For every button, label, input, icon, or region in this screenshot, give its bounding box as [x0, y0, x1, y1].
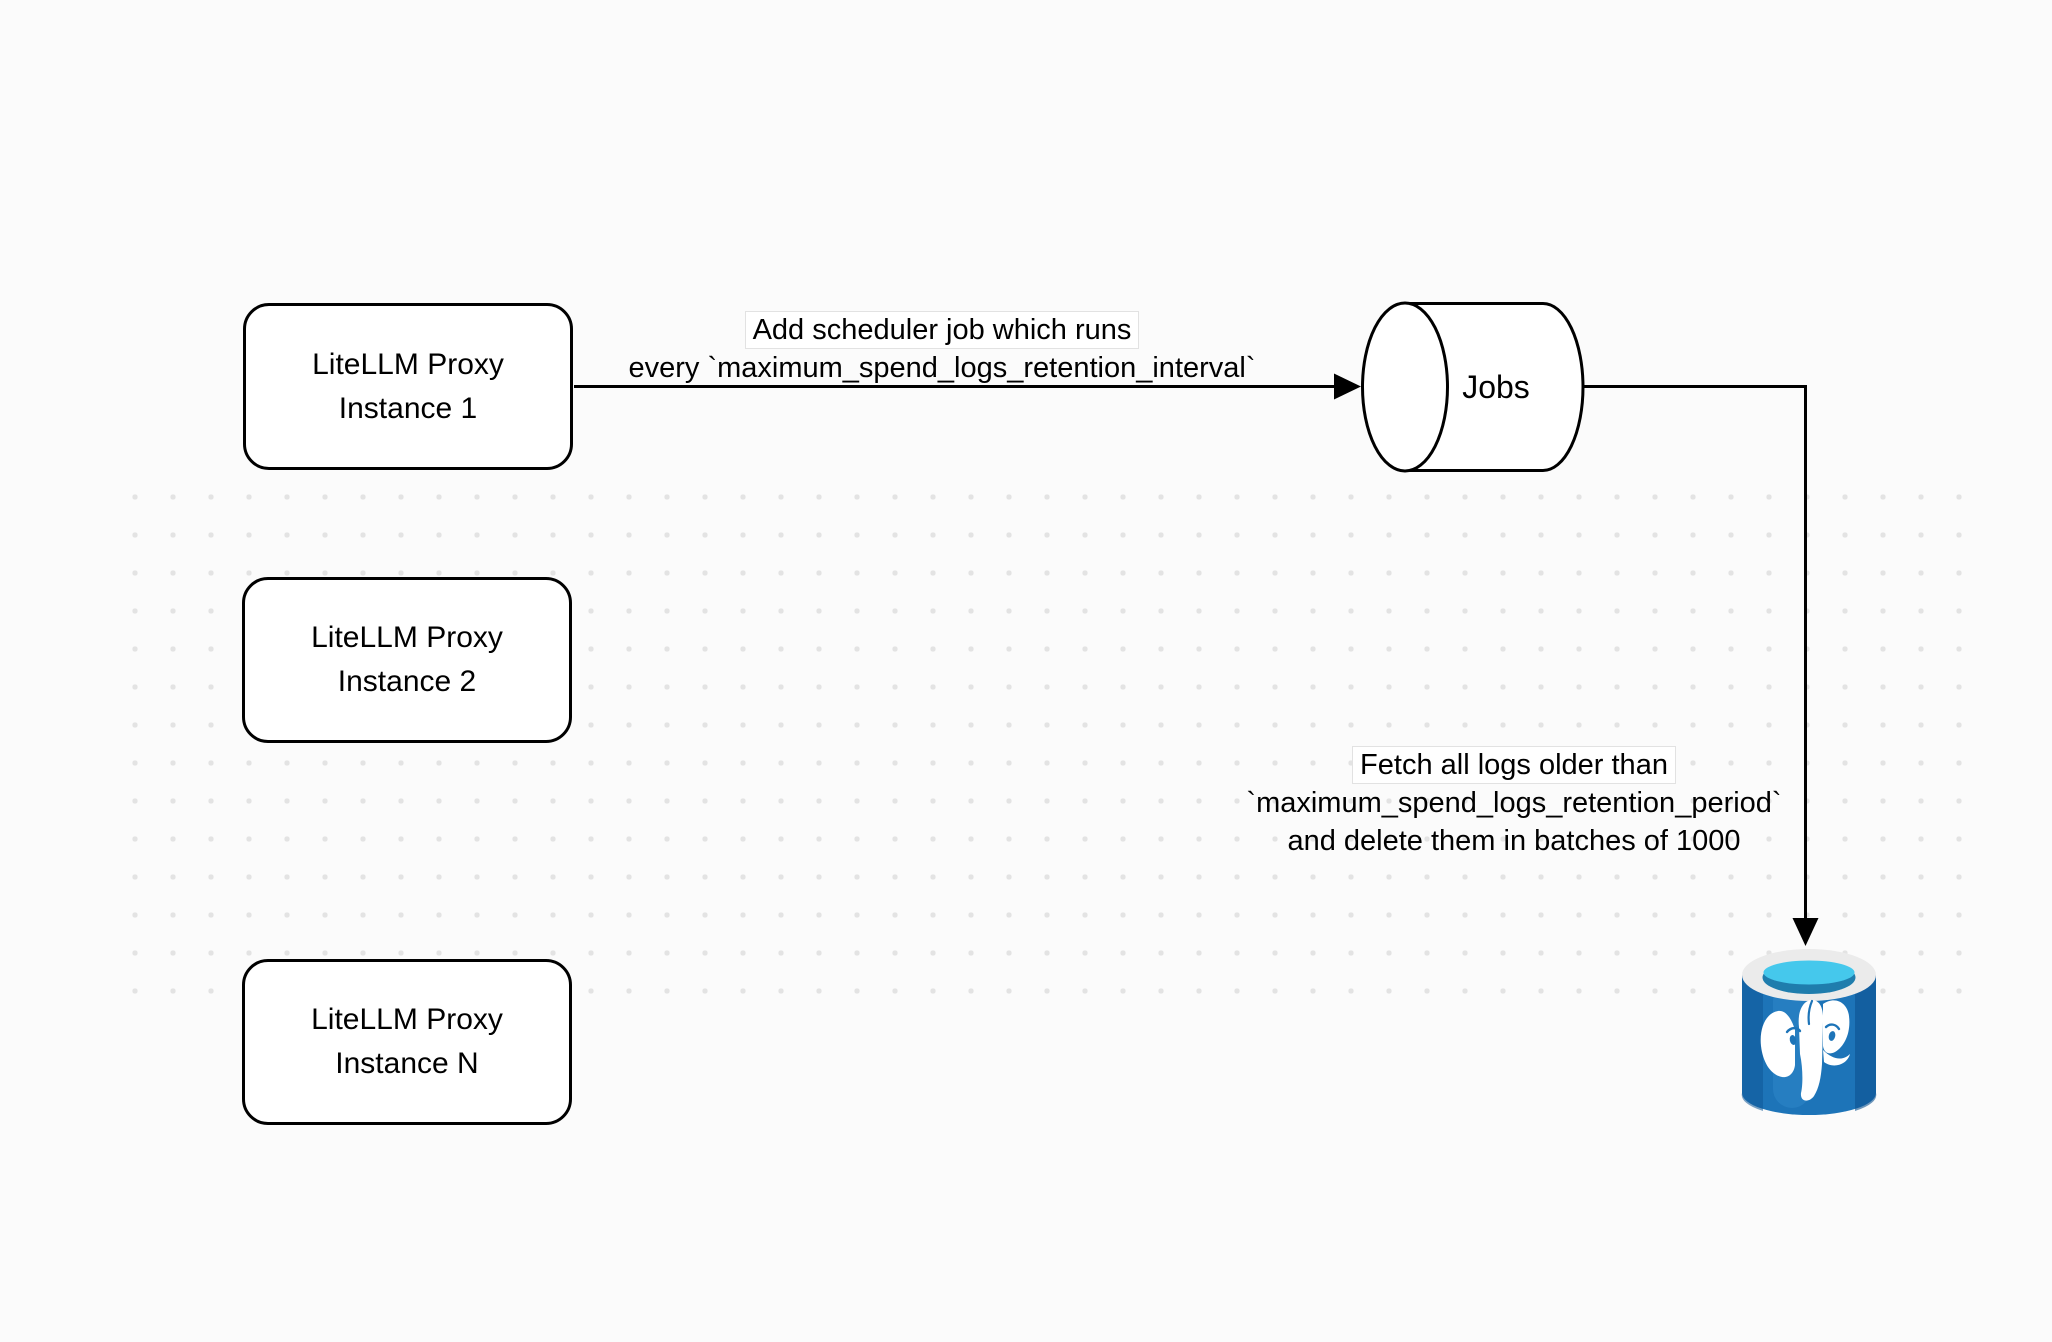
pg-elephant-left-ear [1760, 1010, 1795, 1078]
cylinder-left-cap [1361, 301, 1449, 473]
pg-elephant-left-eye [1789, 1035, 1797, 1045]
pg-elephant-icon [1760, 999, 1850, 1101]
pg-elephant-left-brow [1785, 1026, 1802, 1034]
edge-label-line2: `maximum_spend_logs_retention_period` [1246, 787, 1782, 819]
edge-label-line1: Add scheduler job which runs [744, 311, 1140, 349]
edge-label-add-scheduler: Add scheduler job which runs every `maxi… [542, 311, 1342, 387]
cylinder-body [1403, 302, 1585, 472]
pg-elephant-right-brow [1824, 1023, 1841, 1031]
node-jobs-queue: Jobs [1361, 301, 1585, 473]
edge-label-fetch-delete: Fetch all logs older than `maximum_spend… [1114, 746, 1914, 860]
node-label-line1: LiteLLM Proxy [311, 1003, 503, 1036]
node-label-line2: Instance 2 [337, 665, 477, 698]
pg-elephant-face-trunk [1798, 1000, 1824, 1101]
node-litellm-proxy-instance-n: LiteLLM Proxy Instance N [242, 959, 572, 1125]
node-label-line1: LiteLLM Proxy [311, 621, 503, 654]
jobs-label: Jobs [1462, 369, 1530, 405]
edge-label-line3: and delete them in batches of 1000 [1287, 825, 1741, 857]
pg-elephant-tusk [1823, 1050, 1850, 1066]
edge-label-line1: Fetch all logs older than [1352, 746, 1676, 784]
edge-label-line2: every `maximum_spend_logs_retention_inte… [628, 352, 1256, 384]
dot-grid-background [116, 478, 1978, 1010]
node-label-line2: Instance 1 [338, 391, 478, 425]
node-label-line2: Instance N [335, 1047, 479, 1080]
pg-elephant-right-eye [1828, 1031, 1836, 1041]
node-litellm-proxy-instance-1: LiteLLM Proxy Instance 1 [243, 303, 573, 470]
node-litellm-proxy-instance-2: LiteLLM Proxy Instance 2 [242, 577, 572, 743]
node-label-line1: LiteLLM Proxy [312, 347, 504, 381]
